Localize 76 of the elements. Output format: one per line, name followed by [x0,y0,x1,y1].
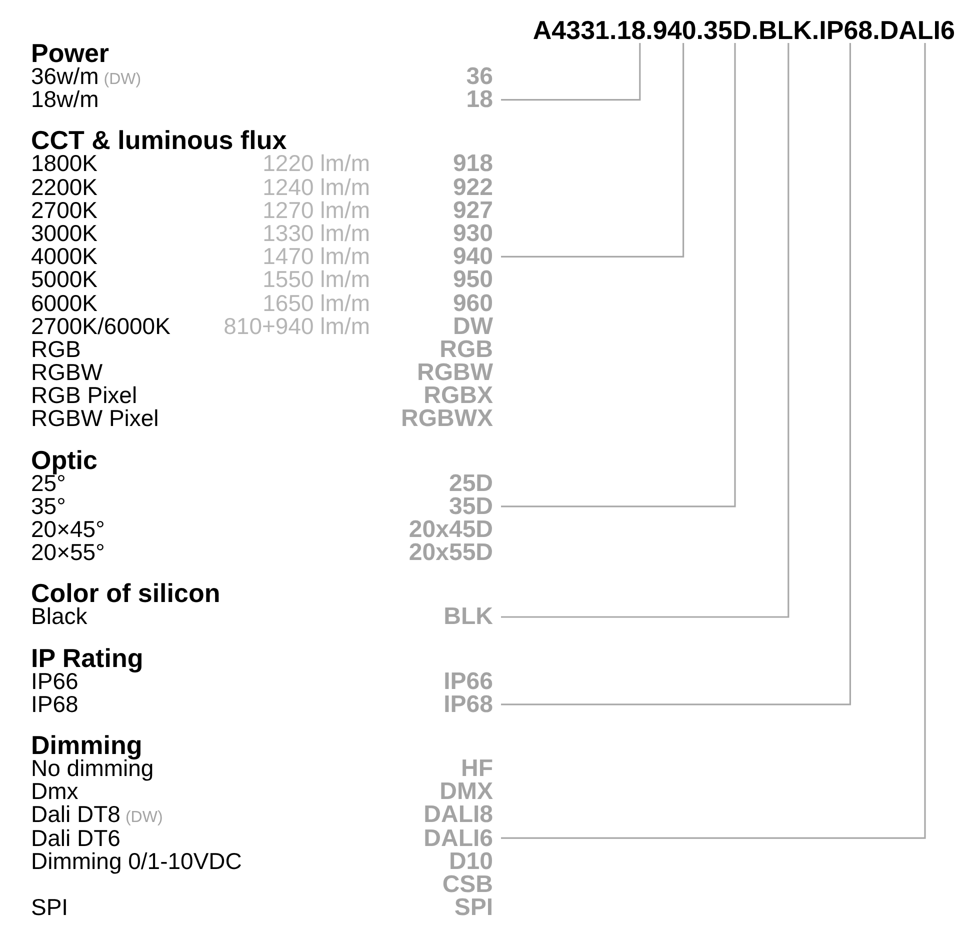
luminous-flux-value: 1220 lm/m [262,152,370,176]
option-code: 922 [452,176,493,199]
option-code: RGBX [424,384,493,408]
option-code: 25D [448,472,493,495]
option-code: 20x55D [408,541,493,564]
option-code: 930 [452,222,493,246]
option-code: RGB [440,338,493,362]
luminous-flux-value: 1470 lm/m [262,245,370,268]
luminous-flux-value: 810+940 lm/m [224,314,370,338]
leader-line [501,43,641,101]
luminous-flux-value: 1650 lm/m [262,292,370,315]
option-name: RGB [31,338,81,362]
section-heading: CCT & luminous flux [31,128,287,152]
option-code: RGBWX [401,407,493,431]
option-name: 35° [31,494,66,518]
option-name: SPI [31,896,68,920]
leader-line [501,43,851,706]
option-name: RGBW [31,361,103,384]
option-name: 5000K [31,268,98,292]
section-heading: IP Rating [31,646,144,670]
option-name: Dmx [31,780,78,804]
option-name: 36w/m [31,65,99,88]
option-code: 927 [452,198,493,222]
option-note: (DW) [104,70,142,90]
option-name: 1800K [31,152,98,176]
option-code: SPI [454,896,493,920]
option-code: 940 [452,245,493,268]
section-heading: Optic [31,448,98,472]
luminous-flux-value: 1550 lm/m [262,268,370,292]
option-code: 20x45D [408,518,493,542]
section-heading: Color of silicon [31,581,220,606]
leader-line [501,43,790,618]
leader-line [501,43,684,258]
option-code: DW [453,314,493,338]
section-heading: Power [31,41,110,65]
option-code: 950 [452,268,493,292]
option-name: 6000K [31,292,98,315]
option-name: 2700K [31,198,98,222]
leader-line [501,43,926,839]
option-code: DMX [440,780,493,804]
option-code: 18 [466,88,493,112]
option-code: RGBW [417,361,493,384]
option-code: HF [461,756,493,780]
option-code: 918 [452,152,493,176]
option-code: IP66 [444,670,493,693]
option-name: 2700K/6000K [31,314,170,338]
option-code: DALI6 [424,826,493,850]
option-code: IP68 [444,692,493,716]
option-name: 20×45° [31,518,105,542]
option-name: IP66 [31,670,78,693]
option-code: D10 [448,850,493,873]
luminous-flux-value: 1270 lm/m [262,198,370,222]
option-code: DALI8 [424,803,493,827]
option-name: 18w/m [31,88,99,112]
luminous-flux-value: 1240 lm/m [262,176,370,199]
option-name: Dali DT6 [31,826,120,850]
section-heading: Dimming [31,732,142,757]
leader-line [501,43,736,508]
option-name: Dali DT8 [31,803,120,827]
option-name: 2200K [31,176,98,199]
option-code: 36 [466,65,493,88]
option-name: RGB Pixel [31,384,138,408]
option-name: Dimming 0/1-10VDC [31,850,242,873]
luminous-flux-value: 1330 lm/m [262,222,370,246]
option-note: (DW) [125,808,163,828]
option-name: 20×55° [31,541,105,564]
option-name: Black [31,605,88,629]
option-code: 35D [448,494,493,518]
option-code: BLK [444,605,493,629]
option-name: RGBW Pixel [31,407,159,431]
option-name: IP68 [31,692,78,716]
option-code: 960 [452,292,493,315]
option-name: 4000K [31,245,98,268]
product-code: A4331.18.940.35D.BLK.IP68.DALI6 [532,17,955,43]
option-code: CSB [442,872,493,896]
option-name: 3000K [31,222,98,246]
